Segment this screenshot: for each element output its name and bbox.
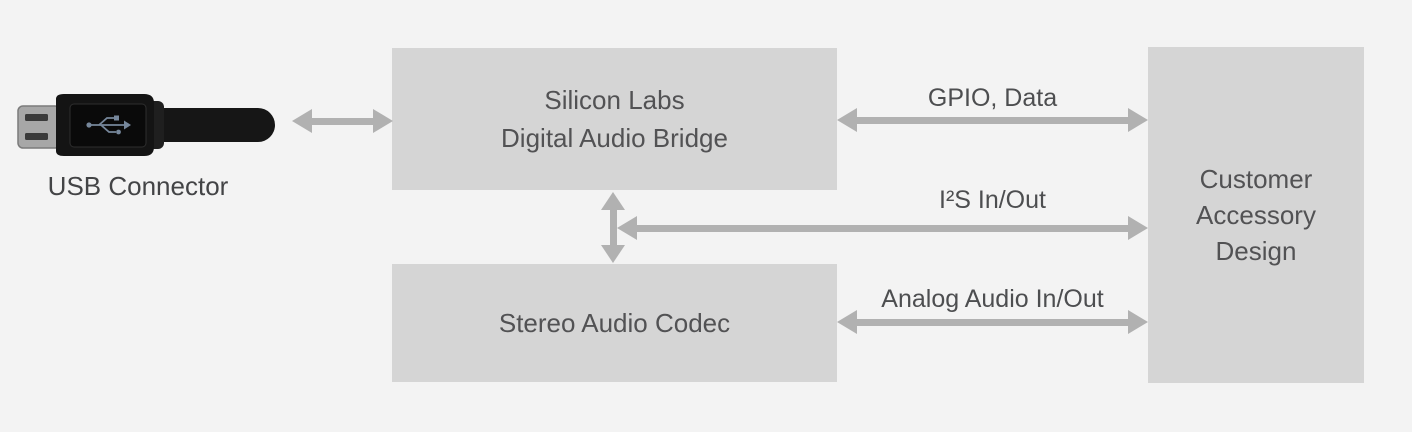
usb-connector-label: USB Connector [47, 171, 229, 201]
block-stereo-audio-codec: Stereo Audio Codec [392, 264, 837, 382]
customer-label-line1: Customer [1199, 164, 1313, 194]
arrow-left-head-icon [292, 109, 312, 133]
analog-audio-inout-label: Analog Audio In/Out [881, 285, 1104, 313]
i2s-inout-label: I²S In/Out [939, 186, 1046, 214]
arrow-left-head-icon [837, 310, 857, 334]
usb-tip-slot-bottom [25, 133, 48, 140]
block-silicon-labs-digital-audio-bridge: Silicon Labs Digital Audio Bridge [392, 48, 837, 190]
usb-connector-image [12, 85, 282, 165]
bridge-label-line1: Silicon Labs [544, 85, 685, 115]
customer-label-line3: Design [1215, 236, 1297, 266]
arrow-right-head-icon [1128, 310, 1148, 334]
arrow-i2s-inout [617, 216, 1148, 240]
arrow-right-head-icon [373, 109, 393, 133]
block-customer-accessory-design: Customer Accessory Design [1148, 47, 1364, 383]
arrow-bridge-to-codec [601, 192, 625, 263]
arrow-left-head-icon [837, 108, 857, 132]
usb-cable-graphic [17, 94, 275, 156]
arrow-up-head-icon [601, 192, 625, 210]
bridge-label-line2: Digital Audio Bridge [501, 123, 728, 153]
arrow-left-head-icon [617, 216, 637, 240]
arrow-analog-audio-inout [837, 310, 1148, 334]
usb-tip-slot-top [25, 114, 48, 121]
arrow-right-head-icon [1128, 108, 1148, 132]
usb-trident-icon [86, 115, 131, 135]
codec-label: Stereo Audio Codec [498, 308, 731, 338]
arrow-right-head-icon [1128, 216, 1148, 240]
arrow-gpio-data [837, 108, 1148, 132]
arrow-down-head-icon [601, 245, 625, 263]
arrow-usb-to-bridge [292, 109, 393, 133]
customer-label-line2: Accessory [1196, 200, 1316, 230]
usb-cable [140, 108, 275, 142]
usb-metal-tip [17, 105, 61, 149]
gpio-data-label: GPIO, Data [927, 84, 1058, 112]
